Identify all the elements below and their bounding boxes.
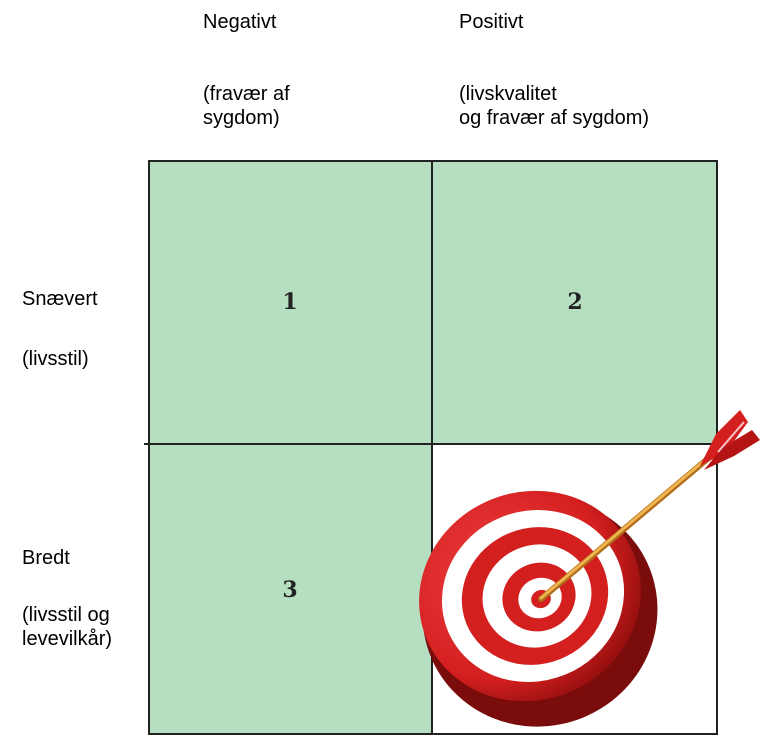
target-icon: [419, 490, 658, 727]
column-negative-subtitle: (fravær af sygdom): [203, 83, 290, 129]
row-broad-title: Bredt: [22, 547, 70, 569]
quadrant-number-1: 1: [282, 289, 298, 315]
arrow-icon: [538, 410, 760, 602]
grid-vertical-divider: [431, 160, 433, 735]
quadrant-number-2: 2: [567, 289, 583, 315]
column-positive-subtitle: (livskvalitet og fravær af sygdom): [459, 83, 650, 129]
column-negative-title: Negativt: [203, 11, 277, 33]
row-narrow-title: Snævert: [22, 288, 98, 310]
column-positive-title: Positivt: [459, 11, 524, 33]
grid-horizontal-divider: [144, 443, 718, 445]
target-with-arrow-illustration: [419, 410, 760, 727]
row-narrow-subtitle: (livsstil): [22, 348, 89, 370]
quadrant-cell-1: 1: [148, 160, 432, 444]
quadrant-cell-2: 2: [432, 160, 718, 444]
quadrant-number-3: 3: [282, 576, 298, 603]
quadrant-cell-3: 3: [148, 444, 432, 735]
row-broad-subtitle: (livsstil og levevilkår): [22, 604, 113, 650]
